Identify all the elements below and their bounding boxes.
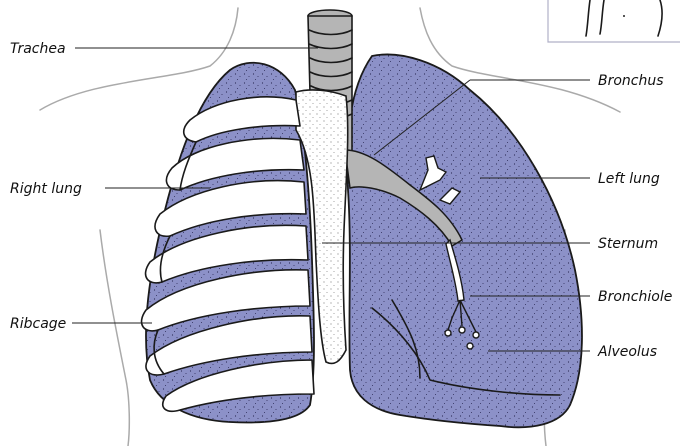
label-alveolus: Alveolus [597, 344, 657, 360]
label-ribcage: Ribcage [10, 316, 66, 332]
label-left-lung: Left lung [598, 171, 660, 187]
label-trachea: Trachea [10, 41, 66, 57]
label-bronchiole: Bronchiole [598, 289, 672, 305]
label-right-lung: Right lung [10, 181, 82, 197]
inset-figure [548, 0, 680, 42]
label-bronchus: Bronchus [598, 73, 664, 89]
label-sternum: Sternum [598, 236, 658, 252]
